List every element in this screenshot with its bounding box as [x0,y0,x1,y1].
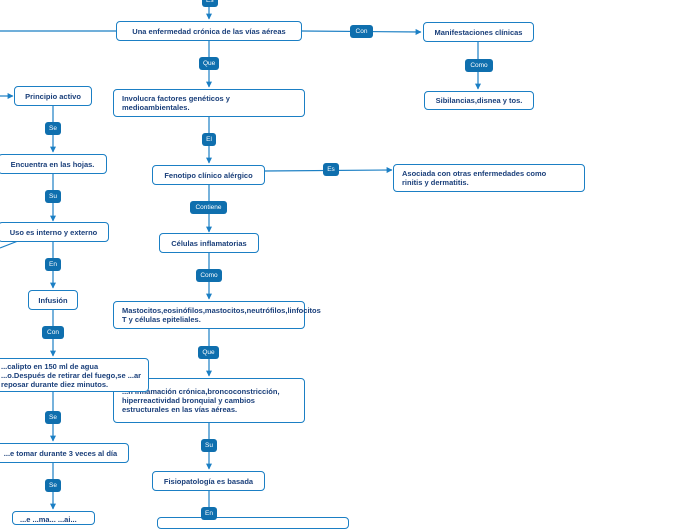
label-que-2: Que [198,346,219,359]
node-fenotipo-text: Fenotipo clínico alérgico [164,170,253,180]
node-infusion[interactable]: Infusión [28,290,78,310]
node-sibilancias[interactable]: Sibilancias,disnea y tos. [424,91,534,110]
node-fenotipo[interactable]: Fenotipo clínico alérgico [152,165,265,185]
label-es-top: Es [202,0,218,7]
edge-uso-out [0,240,19,249]
label-con-2: Con [42,326,64,339]
node-factores[interactable]: Involucra factores genéticos y medioambi… [113,89,305,117]
node-mastocitos[interactable]: Mastocitos,eosinófilos,mastocitos,neutró… [113,301,321,329]
node-hojas[interactable]: Encuentra en las hojas. [0,154,107,174]
label-como-1: Como [465,59,493,72]
label-el: El [202,133,216,146]
node-tomar-text: ...e tomar durante 3 veces al día [3,448,118,458]
node-uso-text: Uso es interno y externo [9,227,98,237]
node-manifestaciones-text: Manifestaciones clínicas [434,27,523,37]
label-en-1: En [201,507,217,520]
node-principio[interactable]: Principio activo [14,86,92,106]
node-bottom-left[interactable]: ...e ...ma... ...ai... [12,511,95,525]
label-su-2: Su [45,190,61,203]
node-bottom-left-text: ...e ...ma... ...ai... [20,514,77,524]
label-se-1: Se [45,122,61,135]
node-inflamacion-text: ...n inflamación crónica,broncoconstricc… [122,387,280,414]
label-que-1: Que [199,57,219,70]
label-con: Con [350,25,373,38]
node-sibilancias-text: Sibilancias,disnea y tos. [435,96,523,105]
label-es-mid: Es [323,163,339,176]
node-uso[interactable]: Uso es interno y externo [0,222,109,242]
node-principio-text: Principio activo [25,91,81,101]
node-mastocitos-text: Mastocitos,eosinófilos,mastocitos,neutró… [122,306,321,324]
label-se-2: Se [45,411,61,424]
label-contiene: Contiene [190,201,227,214]
label-en-2: En [45,258,61,271]
label-su-1: Su [201,439,217,452]
node-fisiopatologia-text: Fisiopatología es basada [163,476,254,486]
node-fisiopatologia[interactable]: Fisiopatología es basada [152,471,265,491]
node-infusion-text: Infusión [38,295,68,305]
node-asociada[interactable]: Asociada con otras enfermedades como rin… [393,164,585,192]
node-tomar[interactable]: ...e tomar durante 3 veces al día [0,443,129,463]
node-enfermedad[interactable]: Una enfermedad crónica de las vías aérea… [116,21,302,41]
node-eucalipto-text: ...calipto en 150 ml de agua ...o.Despué… [1,361,142,389]
node-factores-text: Involucra factores genéticos y medioambi… [122,94,230,112]
node-eucalipto[interactable]: ...calipto en 150 ml de agua ...o.Despué… [0,358,149,392]
node-bottom-center[interactable] [157,517,349,529]
node-inflamacion[interactable]: ...n inflamación crónica,broncoconstricc… [113,378,305,423]
node-celulas[interactable]: Células inflamatorias [159,233,259,253]
node-asociada-text: Asociada con otras enfermedades como rin… [402,169,547,187]
node-manifestaciones[interactable]: Manifestaciones clínicas [423,22,534,42]
node-hojas-text: Encuentra en las hojas. [10,159,95,169]
node-enfermedad-text: Una enfermedad crónica de las vías aérea… [132,26,286,36]
node-celulas-text: Células inflamatorias [171,238,247,248]
label-se-3: Se [45,479,61,492]
label-como-2: Como [196,269,222,282]
